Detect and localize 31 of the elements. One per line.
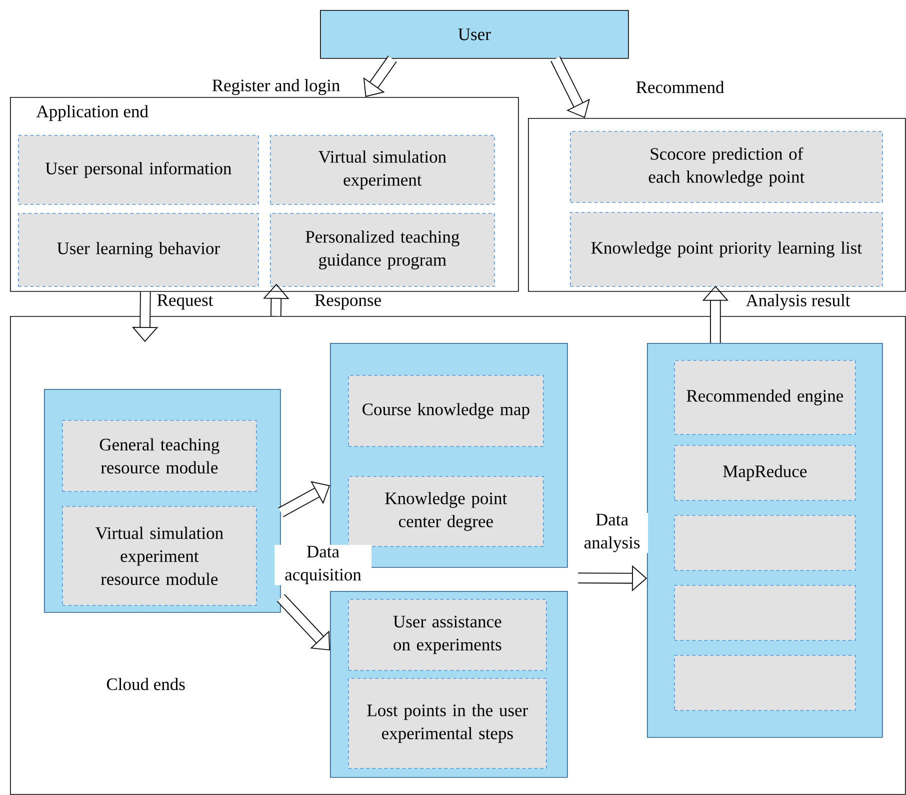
block-arrow [363,56,397,97]
user-box: User [320,10,629,59]
item-box: Recommended engine [674,360,856,435]
item-box: Virtual simulation experiment [270,135,495,205]
item-box: General teaching resource module [62,420,257,492]
panel-heading: Cloud ends [106,678,185,690]
block-arrow [276,594,330,650]
item-box: User assistance on experiments [348,599,547,671]
block-arrow [550,56,590,118]
edge-label: Data analysis [576,512,648,554]
block-arrow [278,481,330,518]
panel-heading: Application end [36,105,148,121]
item-box: User learning behavior [18,213,259,287]
item-box: Knowledge point center degree [348,476,544,547]
item-box: Course knowledge map [348,375,544,447]
edge-label: Recommend [634,80,726,94]
edge-label: Data acquisition [274,544,372,586]
item-box [674,655,856,711]
item-box: Lost points in the user experimental steps [348,678,547,769]
edge-label: Analysis result [744,293,852,311]
edge-label: Register and login [210,78,342,96]
item-box: Personalized teaching guidance program [270,213,495,287]
item-box [674,515,856,571]
item-box [674,585,856,641]
item-box: Knowledge point priority learning list [570,212,883,287]
item-box: Scocore prediction of each knowledge point [570,131,883,203]
edge-label: Request [156,293,214,311]
item-box: User personal information [18,135,259,205]
item-box: Virtual simulation experiment resource module [62,506,257,606]
edge-label: Response [313,293,383,311]
item-box: MapReduce [674,445,856,501]
